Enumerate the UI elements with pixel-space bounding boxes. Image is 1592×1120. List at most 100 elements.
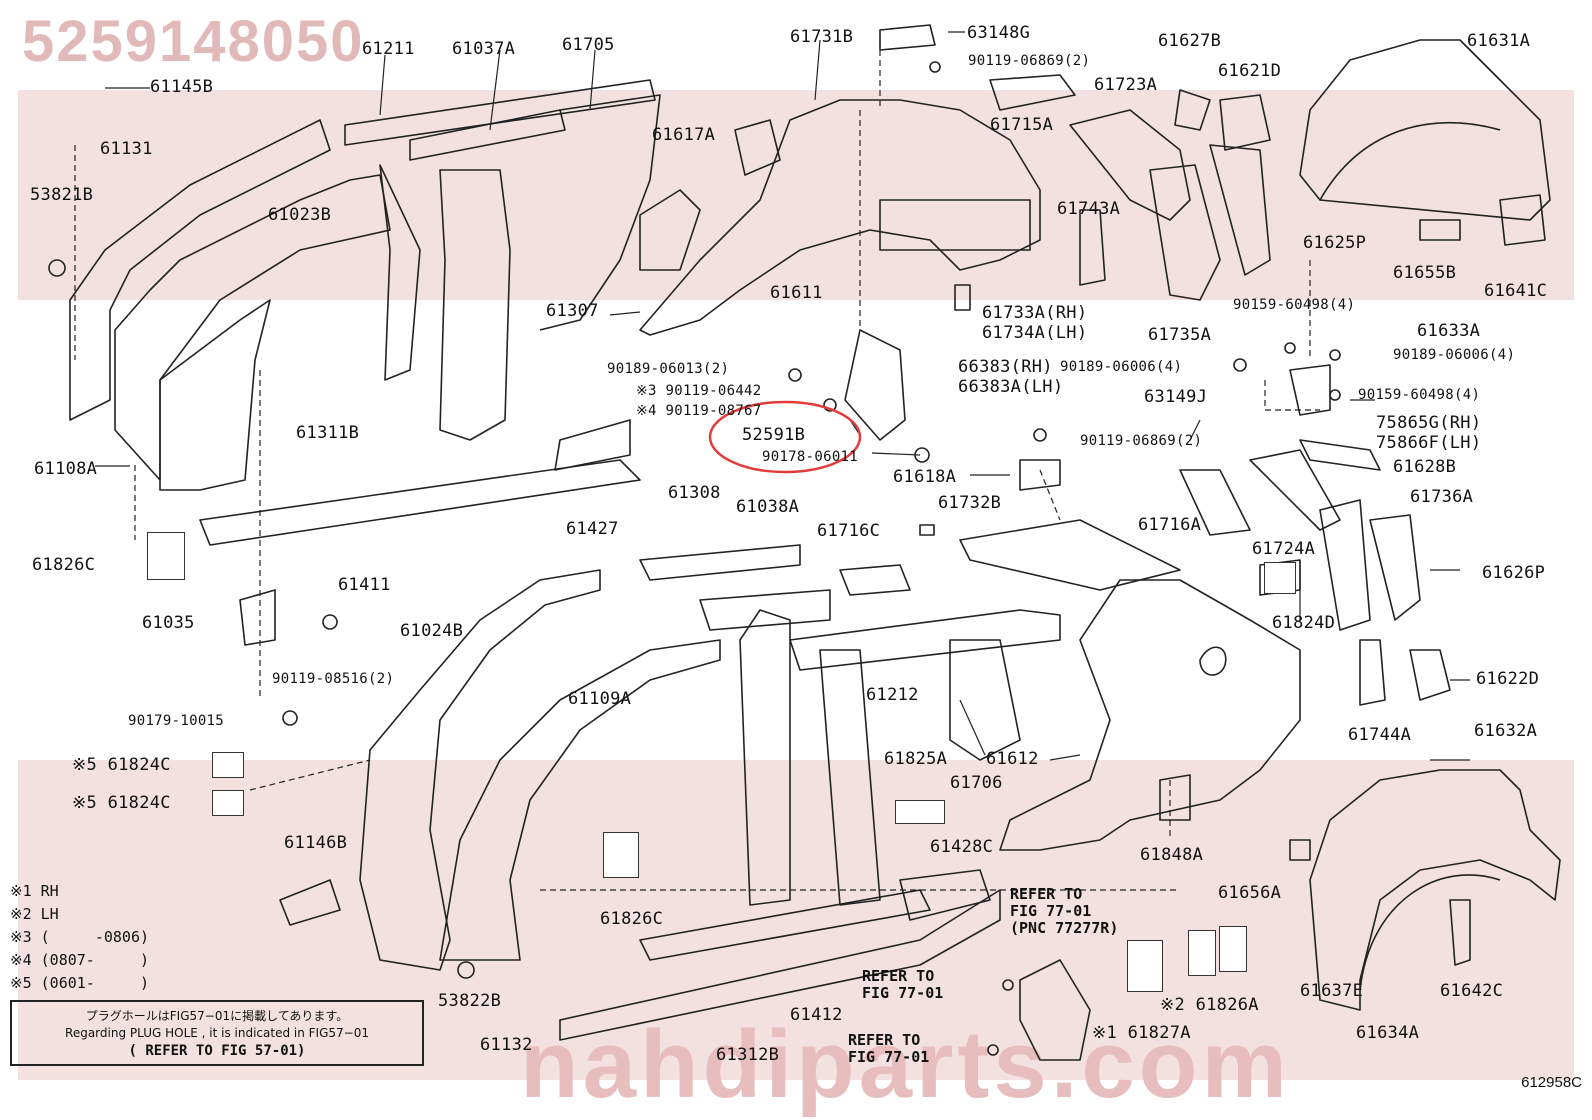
label-61035[interactable]: 61035	[142, 613, 195, 633]
refer-note-77-01-b[interactable]: REFER TO FIG 77-01	[848, 1031, 930, 1066]
label-61733A[interactable]: 61733A(RH)	[982, 303, 1088, 323]
label-61716C[interactable]: 61716C	[817, 521, 881, 541]
label-61732B[interactable]: 61732B	[938, 493, 1002, 513]
label-61632A[interactable]: 61632A	[1474, 721, 1538, 741]
label-61723A[interactable]: 61723A	[1094, 75, 1158, 95]
label-61312B[interactable]: 61312B	[716, 1045, 780, 1065]
label-61108A[interactable]: 61108A	[34, 459, 98, 479]
label-61716A[interactable]: 61716A	[1138, 515, 1202, 535]
label-61145B[interactable]: 61145B	[150, 77, 214, 97]
label-61211[interactable]: 61211	[362, 39, 415, 59]
spacer-block-61824C-1	[212, 752, 244, 778]
label-90179-10015[interactable]: 90179-10015	[128, 713, 225, 729]
wheelhouse-lower-right	[1019, 439, 1561, 1061]
label-61705[interactable]: 61705	[562, 35, 615, 55]
label-61743A[interactable]: 61743A	[1057, 199, 1121, 219]
label-61706[interactable]: 61706	[950, 773, 1003, 793]
label-61655B[interactable]: 61655B	[1393, 263, 1457, 283]
label-61146B[interactable]: 61146B	[284, 833, 348, 853]
plug-hole-note-en: Regarding PLUG HOLE , it is indicated in…	[65, 1026, 369, 1040]
label-90119-08516[interactable]: 90119-08516(2)	[272, 671, 395, 687]
label-61625P[interactable]: 61625P	[1303, 233, 1367, 253]
label-61024B[interactable]: 61024B	[400, 621, 464, 641]
plug-hole-note-ref[interactable]: ( REFER TO FIG 57-01)	[128, 1043, 306, 1059]
label-90119-06869-top[interactable]: 90119-06869(2)	[968, 53, 1091, 69]
label-90189-06013[interactable]: 90189-06013(2)	[607, 361, 730, 377]
label-66383A[interactable]: 66383A(LH)	[958, 377, 1064, 397]
label-61656A[interactable]: 61656A	[1218, 883, 1282, 903]
label-61825A[interactable]: 61825A	[884, 749, 948, 769]
label-90119-06869-mid[interactable]: 90119-06869(2)	[1080, 433, 1203, 449]
label-61641C[interactable]: 61641C	[1484, 281, 1548, 301]
label-61037A[interactable]: 61037A	[452, 39, 516, 59]
label-61611[interactable]: 61611	[770, 283, 823, 303]
label-61412[interactable]: 61412	[790, 1005, 843, 1025]
label-90119-08767[interactable]: ※4 90119-08767	[636, 403, 762, 419]
label-61642C[interactable]: 61642C	[1440, 981, 1504, 1001]
label-61023B[interactable]: 61023B	[268, 205, 332, 225]
label-61628B[interactable]: 61628B	[1393, 457, 1457, 477]
refer-note-77-01-a[interactable]: REFER TO FIG 77-01	[862, 967, 944, 1002]
legend-date-5: ※5 (0601- )	[10, 974, 149, 992]
label-90178-06011[interactable]: 90178-06011	[762, 449, 859, 465]
label-61617A[interactable]: 61617A	[652, 125, 716, 145]
label-61427[interactable]: 61427	[566, 519, 619, 539]
label-61715A[interactable]: 61715A	[990, 115, 1054, 135]
footnote-legend: ※1 RH ※2 LH ※3 ( -0806) ※4 (0807- ) ※5 (…	[10, 880, 149, 995]
label-61826C-lower[interactable]: 61826C	[600, 909, 664, 929]
label-63149J[interactable]: 63149J	[1144, 387, 1208, 407]
label-61735A[interactable]: 61735A	[1148, 325, 1212, 345]
label-61731B[interactable]: 61731B	[790, 27, 854, 47]
label-63148G[interactable]: 63148G	[967, 23, 1031, 43]
label-90119-06442[interactable]: ※3 90119-06442	[636, 383, 762, 399]
refer-note-77277R[interactable]: REFER TO FIG 77-01 (PNC 77277R)	[1010, 885, 1119, 937]
label-61824C-2[interactable]: ※5 61824C	[72, 793, 171, 813]
label-61311B[interactable]: 61311B	[296, 423, 360, 443]
label-90189-06006-left[interactable]: 90189-06006(4)	[1060, 359, 1183, 375]
legend-lh: ※2 LH	[10, 905, 59, 923]
label-61826A[interactable]: ※2 61826A	[1160, 995, 1259, 1015]
label-61212[interactable]: 61212	[866, 685, 919, 705]
label-61428C[interactable]: 61428C	[930, 837, 994, 857]
label-61826C[interactable]: 61826C	[32, 555, 96, 575]
label-66383[interactable]: 66383(RH)	[958, 357, 1053, 377]
figure-id: 612958C	[1521, 1074, 1582, 1091]
label-53821B[interactable]: 53821B	[30, 185, 94, 205]
label-61824D[interactable]: 61824D	[1272, 613, 1336, 633]
label-61621D[interactable]: 61621D	[1218, 61, 1282, 81]
label-61744A[interactable]: 61744A	[1348, 725, 1412, 745]
label-61038A[interactable]: 61038A	[736, 497, 800, 517]
label-61131[interactable]: 61131	[100, 139, 153, 159]
label-90159-60498-top[interactable]: 90159-60498(4)	[1233, 297, 1356, 313]
label-61411[interactable]: 61411	[338, 575, 391, 595]
fasteners	[48, 61, 1341, 1056]
label-61308[interactable]: 61308	[668, 483, 721, 503]
label-61824C-1[interactable]: ※5 61824C	[72, 755, 171, 775]
label-61724A[interactable]: 61724A	[1252, 539, 1316, 559]
spacer-block-61826C	[147, 532, 185, 580]
label-53822B[interactable]: 53822B	[438, 991, 502, 1011]
label-61627B[interactable]: 61627B	[1158, 31, 1222, 51]
label-61637E[interactable]: 61637E	[1300, 981, 1364, 1001]
label-75866F[interactable]: 75866F(LH)	[1376, 433, 1482, 453]
label-61612[interactable]: 61612	[986, 749, 1039, 769]
label-61634A[interactable]: 61634A	[1356, 1023, 1420, 1043]
label-61734A[interactable]: 61734A(LH)	[982, 323, 1088, 343]
label-61736A[interactable]: 61736A	[1410, 487, 1474, 507]
label-61626P[interactable]: 61626P	[1482, 563, 1546, 583]
label-61307[interactable]: 61307	[546, 301, 599, 321]
label-52591B[interactable]: 52591B	[742, 425, 806, 445]
label-61848A[interactable]: 61848A	[1140, 845, 1204, 865]
label-61827A[interactable]: ※1 61827A	[1092, 1023, 1191, 1043]
label-61633A[interactable]: 61633A	[1417, 321, 1481, 341]
label-61109A[interactable]: 61109A	[568, 689, 632, 709]
label-90189-06006-right[interactable]: 90189-06006(4)	[1393, 347, 1516, 363]
label-75865G[interactable]: 75865G(RH)	[1376, 413, 1482, 433]
label-61132[interactable]: 61132	[480, 1035, 533, 1055]
spacer-block-61827A	[1127, 940, 1163, 992]
label-61631A[interactable]: 61631A	[1467, 31, 1531, 51]
label-61618A[interactable]: 61618A	[893, 467, 957, 487]
label-61622D[interactable]: 61622D	[1476, 669, 1540, 689]
label-90159-60498-right[interactable]: 90159-60498(4)	[1358, 387, 1481, 403]
spacer-block-61826A-b	[1219, 926, 1247, 972]
